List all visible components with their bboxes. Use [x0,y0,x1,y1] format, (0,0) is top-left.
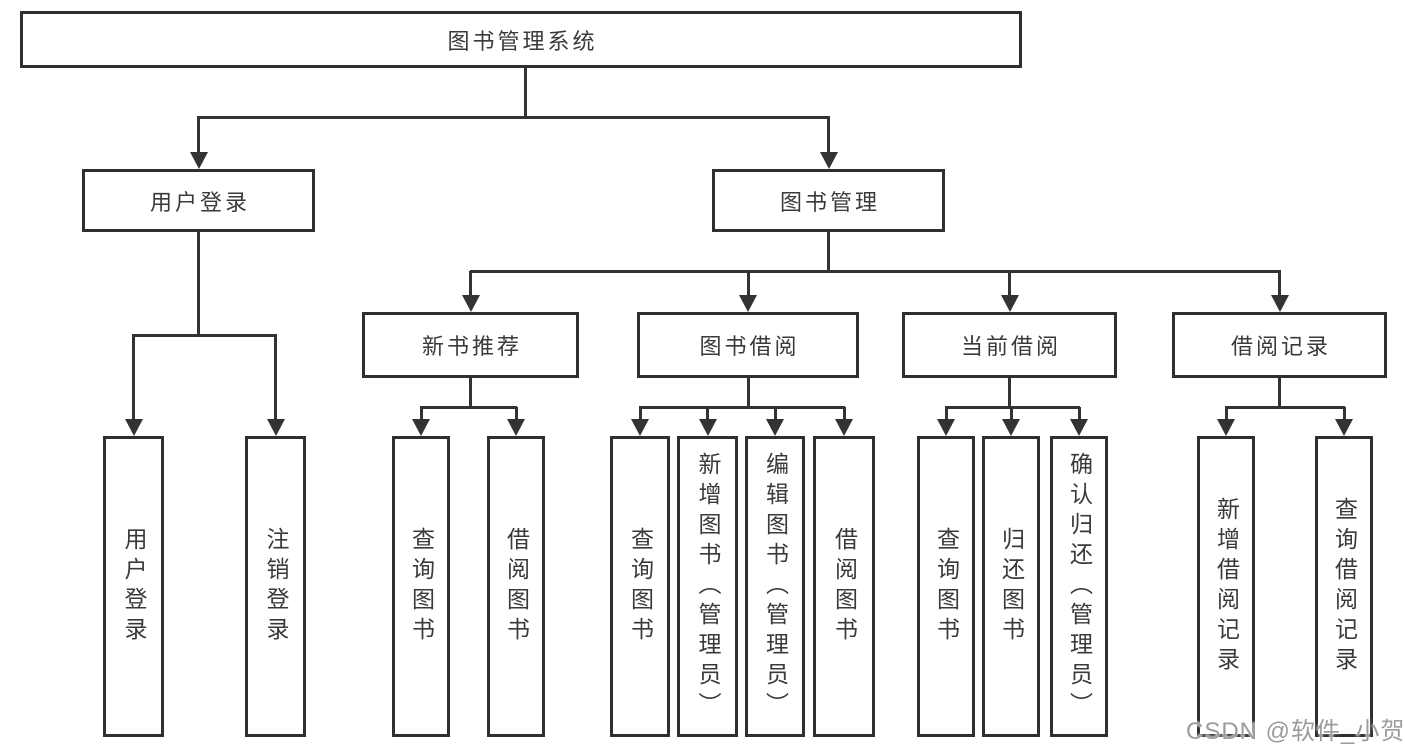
leaf-cu-return-books-label: 归还图书 [998,526,1025,647]
node-current-borrowing: 当前借阅 [902,312,1117,378]
leaf-cu-confirm-return-admin: 确认归还（管理员） [1050,436,1108,737]
node-current-borrowing-label: 当前借阅 [960,334,1061,359]
leaf-bw-add-books-admin-label: 新增图书（管理员） [695,451,721,722]
arrow-to-leaf-logout [266,335,285,436]
leaf-nr-query-books-label: 查询图书 [408,526,435,647]
arrow-to-current-borrowing [1000,271,1019,312]
arrow-to-nr-borrow-books [507,407,525,436]
node-book-borrowing: 图书借阅 [637,312,859,378]
leaf-bw-edit-books-admin: 编辑图书（管理员） [745,436,805,737]
arrow-to-bw-add-books [698,407,717,436]
connector-book-mgmt-stem [827,232,830,273]
node-book-management: 图书管理 [712,169,945,232]
connector-records-stem [1278,378,1281,409]
leaf-bw-query-books-label: 查询图书 [627,526,654,647]
node-book-borrowing-label: 图书借阅 [699,334,800,359]
leaf-rc-query-record: 查询借阅记录 [1315,436,1373,737]
node-user-login: 用户登录 [82,169,315,232]
connector-book-mgmt-bar [469,269,1281,273]
node-user-login-label: 用户登录 [149,189,250,215]
node-book-management-label: 图书管理 [779,189,880,215]
leaf-rc-add-record: 新增借阅记录 [1197,436,1255,737]
connector-user-login-bar [132,333,277,337]
leaf-bw-borrow-books: 借阅图书 [813,436,875,737]
connector-current-stem [1008,378,1011,409]
connector-root-bar [197,115,830,119]
connector-borrowing-stem [746,378,750,409]
leaf-nr-query-books: 查询图书 [392,436,450,737]
arrow-to-borrowing-records [1270,271,1289,312]
leaf-rc-add-record-label: 新增借阅记录 [1213,496,1240,677]
leaf-user-login: 用户登录 [103,436,164,737]
arrow-to-book-management [819,117,838,169]
arrow-to-new-book-recommend [461,271,480,312]
node-library-system: 图书管理系统 [20,11,1022,68]
connector-new-rec-bar [420,405,517,409]
connector-records-bar [1225,405,1345,409]
leaf-user-login-label: 用户登录 [121,526,147,647]
connector-borrowing-bar [639,405,845,409]
node-new-book-recommend-label: 新书推荐 [421,334,522,359]
leaf-logout-label: 注销登录 [263,526,289,647]
arrow-to-book-borrowing [739,271,757,312]
leaf-nr-borrow-books-label: 借阅图书 [503,526,530,647]
arrow-to-bw-query-books [631,407,649,436]
arrow-to-cu-query-books [937,407,955,436]
arrow-to-cu-confirm-return [1070,407,1088,436]
leaf-bw-edit-books-admin-label: 编辑图书（管理员） [762,451,789,722]
leaf-logout: 注销登录 [245,436,306,737]
node-borrowing-records-label: 借阅记录 [1230,334,1331,359]
leaf-cu-query-books: 查询图书 [917,436,975,737]
node-library-system-label: 图书管理系统 [447,28,598,54]
leaf-bw-query-books: 查询图书 [610,436,670,737]
arrow-to-rc-query-record [1335,407,1353,436]
arrow-to-nr-query-books [412,407,430,436]
node-new-book-recommend: 新书推荐 [362,312,579,378]
connector-root-stem [523,68,527,119]
arrow-to-user-login [189,117,208,169]
node-borrowing-records: 借阅记录 [1172,312,1387,378]
leaf-rc-query-record-label: 查询借阅记录 [1331,496,1358,677]
arrow-to-bw-edit-books [766,407,784,436]
arrow-to-rc-add-record [1217,407,1235,436]
arrow-to-leaf-user-login [124,335,143,436]
connector-current-bar [945,405,1080,409]
connector-new-rec-stem [469,378,472,409]
leaf-bw-borrow-books-label: 借阅图书 [831,526,858,647]
watermark: CSDN @软件_小贺同学 [1186,718,1405,745]
arrow-to-cu-return-books [1002,407,1020,436]
leaf-cu-confirm-return-admin-label: 确认归还（管理员） [1066,451,1093,722]
connector-user-login-stem [197,232,200,337]
leaf-cu-query-books-label: 查询图书 [933,526,960,647]
leaf-bw-add-books-admin: 新增图书（管理员） [677,436,738,737]
leaf-nr-borrow-books: 借阅图书 [487,436,545,737]
leaf-cu-return-books: 归还图书 [982,436,1040,737]
arrow-to-bw-borrow-books [835,407,853,436]
